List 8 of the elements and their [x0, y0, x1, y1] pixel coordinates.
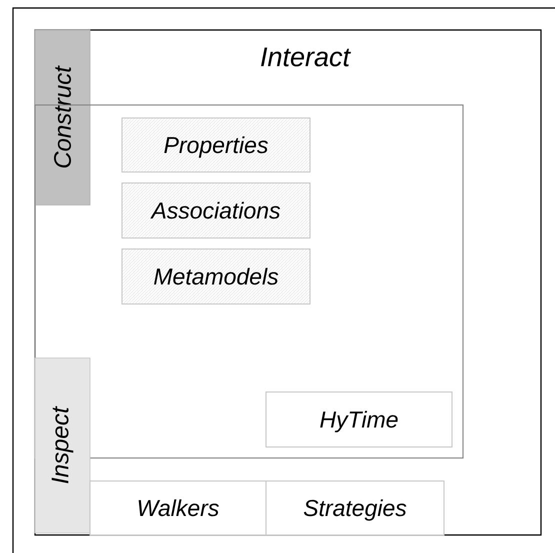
module-box: HyTime	[266, 392, 452, 448]
module-box: Associations	[122, 182, 310, 238]
module-box: Walkers	[90, 480, 266, 536]
sidebar-tab: Inspect	[34, 358, 90, 534]
module-box: Strategies	[266, 480, 444, 536]
sidebar-tab: Construct	[34, 30, 90, 206]
module-box: Metamodels	[122, 248, 310, 304]
module-box: Properties	[122, 118, 310, 172]
